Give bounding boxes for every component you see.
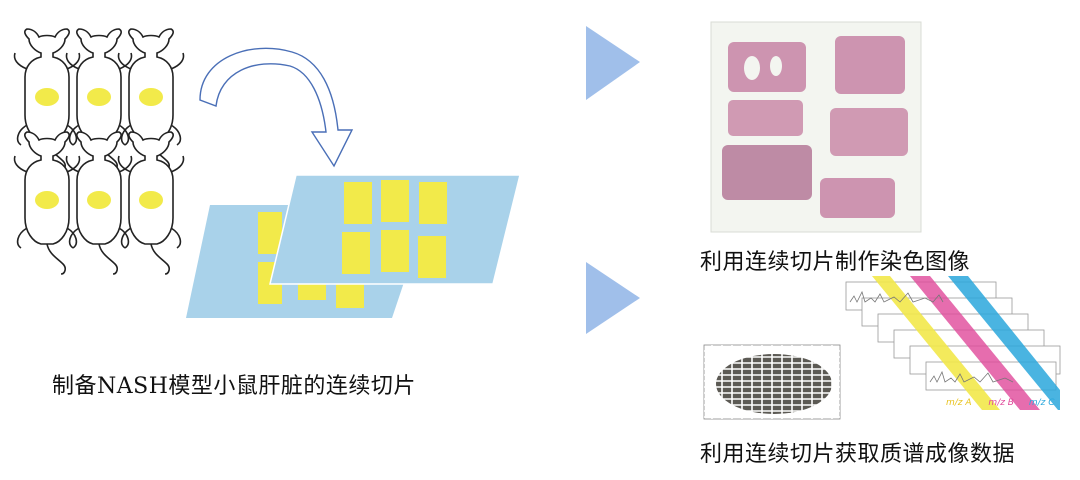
ms-label-a: m/z A — [946, 398, 972, 408]
step-arrow-bottom — [586, 262, 640, 334]
mouse-figure — [13, 131, 81, 275]
ms-label-c: m/z C — [1028, 398, 1055, 408]
stained-slide-image — [710, 21, 922, 233]
mouse-figure — [117, 131, 185, 275]
ms-grid-section — [703, 344, 841, 420]
caption-ms-imaging: 利用连续切片获取质谱成像数据 — [700, 442, 1016, 467]
mice-grid — [13, 28, 185, 275]
front-slide — [269, 174, 521, 285]
ms-spectra-stack — [845, 276, 1061, 410]
ms-label-b: m/z B — [988, 398, 1014, 408]
step-arrow-top — [586, 26, 640, 100]
curved-transfer-arrow — [199, 47, 354, 168]
caption-stained-images: 利用连续切片制作染色图像 — [700, 250, 971, 275]
caption-prepare-sections: 制备NASH模型小鼠肝脏的连续切片 — [52, 374, 416, 399]
mouse-figure — [65, 131, 133, 275]
